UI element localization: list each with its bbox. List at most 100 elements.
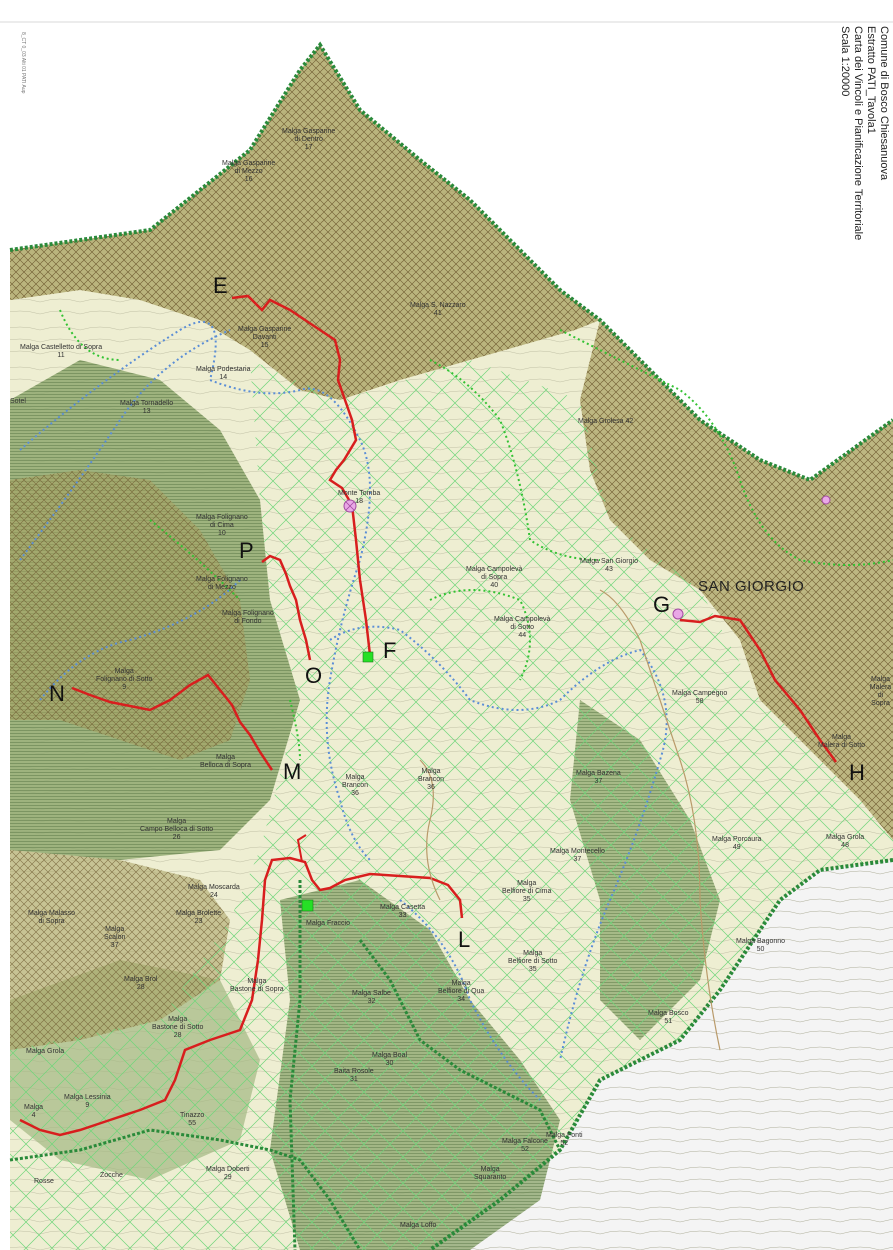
place-label: Malga Castelletto di Sopra 11 — [20, 344, 103, 360]
place-label: Malga Belfiore di Qua 34 — [438, 980, 485, 1004]
summit-marker-icon — [343, 499, 357, 513]
place-label: Malga Montecello 37 — [550, 848, 605, 864]
place-label: Baita Rosole 31 — [334, 1068, 374, 1084]
trail-green-3 — [59, 309, 301, 761]
place-label: Malga Folignano di Sotto 9 — [96, 668, 153, 692]
route-point-o: O — [305, 663, 323, 688]
route-southwest-L — [19, 856, 464, 1137]
route-point-n: N — [49, 681, 65, 706]
route-G-H — [679, 614, 838, 763]
place-label: Malga Podestaria 14 — [196, 366, 251, 382]
pink-point-icon — [821, 495, 831, 505]
place-label: Malga Bastone di Sotto 28 — [152, 1016, 204, 1040]
park-border-south — [428, 858, 893, 1250]
place-label: Malga Boal 30 — [372, 1052, 408, 1068]
place-label: Malga Loffo — [400, 1222, 437, 1229]
route-P-O — [261, 554, 312, 661]
place-label: Malga Tornadello 13 — [120, 400, 174, 416]
route-N-M — [71, 673, 274, 771]
place-label: Malga San Giorgio 43 — [580, 558, 638, 574]
place-label: Malga Folignano di Mezzo — [196, 576, 248, 592]
place-label: Malga Gasparine di Dentro 17 — [282, 128, 336, 152]
trail-blue-4 — [399, 899, 541, 1101]
trail-green-1 — [429, 359, 601, 681]
title-line-3: Carta dei Vincoli e Pianificazione Terri… — [852, 26, 864, 241]
route-spur — [296, 834, 307, 863]
place-label: Malga Scalon 37 — [104, 926, 126, 950]
place-label: Malga Bazena 37 — [576, 770, 621, 786]
park-border-internal-3 — [288, 880, 302, 1250]
place-label: Malga Campolevà di Sopra 40 — [466, 566, 523, 590]
place-label: Malga Grola — [26, 1048, 65, 1055]
place-label: Malga Bastone di Sopra — [230, 978, 284, 994]
place-label: Malga Brancon 36 — [418, 768, 445, 792]
place-label: Malga Campegno 58 — [672, 690, 728, 706]
route-point-m: M — [283, 759, 302, 784]
trail-blue-3 — [329, 625, 668, 1061]
place-label: Malga Malera di Sopra — [869, 676, 892, 708]
park-border-internal-2 — [358, 939, 562, 1151]
place-label: Malga Malasso di Sopra — [28, 910, 76, 926]
landscape-constraint-grid — [10, 360, 893, 1250]
place-label: Malga Porcaura 49 — [712, 836, 762, 852]
route-point-p: P — [239, 538, 254, 563]
green-square-icon — [301, 899, 314, 912]
park-border-internal — [9, 1128, 362, 1250]
place-label: Malga Gasparine Davanti 15 — [238, 326, 292, 350]
place-label: Malga Fonti 52 — [546, 1132, 583, 1148]
place-label: Malga Campolevà di Sotto 44 — [494, 616, 551, 640]
pink-point-icon — [672, 608, 684, 620]
place-label: Malga Falcone 52 — [502, 1138, 548, 1154]
place-label-san-giorgio: SAN GIORGIO — [698, 578, 805, 595]
title-block: Comune di Bosco Chiesanuova Estratto PAT… — [812, 26, 893, 286]
place-label: Malga Grola 48 — [826, 834, 865, 850]
place-label: Malga Moscarda 24 — [188, 884, 240, 900]
file-path-note: 8_CT 0_03 Alti 01 PATI Aup — [20, 32, 26, 94]
road-central — [419, 759, 441, 901]
road-east — [599, 589, 721, 1051]
place-label: Malga Bagonno 50 — [736, 938, 786, 954]
place-label: Malga Lessinia 9 — [64, 1094, 111, 1110]
place-label: Malga S. Nazzaro 41 — [410, 302, 466, 318]
place-label: Malga Fraccio — [306, 920, 350, 927]
place-label: Malga Campo Belloca di Sotto 26 — [140, 818, 214, 842]
place-label: Zocche — [100, 1172, 123, 1179]
trail-green-2 — [559, 329, 893, 566]
green-square-icon — [362, 651, 374, 663]
place-label: Malga Gasparine di Mezzo 16 — [222, 160, 276, 184]
title-line-4: Scala 1:20000 — [839, 26, 851, 97]
title-line-2: Estratto PATI_Tavola1 — [865, 26, 877, 134]
place-label: Malga Malera di Sotto — [818, 734, 866, 750]
place-label: Malga Folignano di Cima 10 — [196, 514, 248, 538]
title-line-1: Comune di Bosco Chiesanuova — [878, 26, 890, 181]
place-label: Malga Casetta 33 — [380, 904, 426, 920]
route-E-F — [231, 294, 372, 656]
place-label: Malga Squaranto — [474, 1166, 507, 1182]
place-label: Malga Brolette 23 — [176, 910, 222, 926]
place-label: Malga Doberti 29 — [206, 1166, 250, 1182]
place-label: Malga Belloca di Sopra — [200, 754, 251, 770]
place-label: Malga Belfiore di Cima 35 — [502, 880, 552, 904]
outside-contours — [430, 860, 893, 1250]
place-label: Malga Salbe 32 — [352, 990, 391, 1006]
trail-blue-2 — [19, 329, 241, 701]
park-border-north — [9, 41, 893, 483]
place-label: Malga Bosco 51 — [648, 1010, 689, 1026]
route-point-f: F — [383, 638, 397, 663]
place-label: Malga Brancon 36 — [342, 774, 369, 798]
place-label: Malga Brol 28 — [124, 976, 158, 992]
trail-blue-1 — [19, 320, 371, 861]
place-label: Monte Tomba 18 — [338, 490, 381, 506]
route-point-e: E — [213, 273, 228, 298]
place-label: Malga Belfiore di Sotto 35 — [508, 950, 558, 974]
place-label: Tinazzo 55 — [180, 1112, 205, 1128]
place-label: Sotel — [10, 398, 26, 405]
place-label: Rosse — [34, 1178, 54, 1185]
place-label: Malga 4 — [24, 1104, 44, 1120]
place-label: Malga Grolesa 42 — [578, 418, 634, 425]
route-point-l: L — [458, 927, 471, 952]
place-label: Malga Folignano di Fondo — [222, 610, 274, 626]
route-point-g: G — [653, 592, 671, 617]
